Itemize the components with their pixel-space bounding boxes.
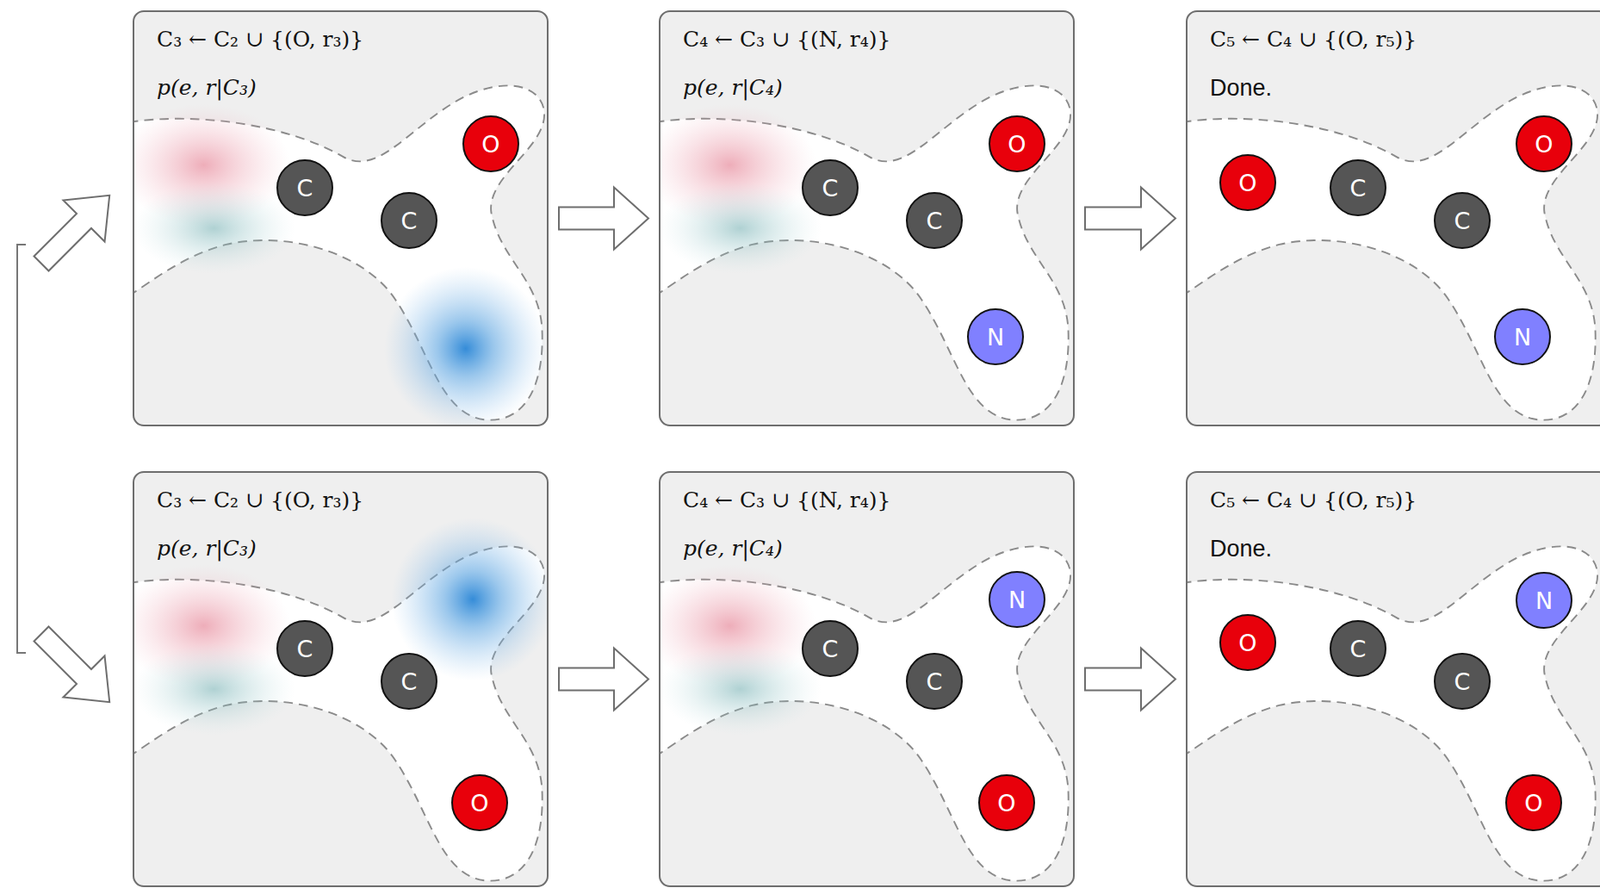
binding-pocket <box>134 12 549 427</box>
step-panel: C₃ ← C₂ ∪ {(O, r₃)} p(e, r|C₃) C C O <box>132 10 549 427</box>
nitrogen-atom: N <box>988 570 1046 628</box>
oxygen-atom: O <box>1515 115 1573 173</box>
step-panel: C₅ ← C₄ ∪ {(O, r₅)} Done. O C C N O <box>1185 471 1600 887</box>
step-formula: C₄ ← C₃ ∪ {(N, r₄)} <box>682 26 891 52</box>
carbon-atom: C <box>1433 192 1491 249</box>
branch-arrow <box>20 613 131 723</box>
atom-symbol: C <box>926 209 943 233</box>
step-formula: C₅ ← C₄ ∪ {(O, r₅)} <box>1209 487 1417 513</box>
oxygen-atom: O <box>451 774 509 832</box>
step-panel: C₄ ← C₃ ∪ {(N, r₄)} p(e, r|C₄) C C O N <box>658 10 1075 427</box>
teal-density <box>660 643 822 736</box>
atom-symbol: C <box>401 209 418 233</box>
distribution-label: p(e, r|C₄) <box>682 74 783 100</box>
atom-symbol: O <box>1524 791 1543 815</box>
oxygen-atom: O <box>1219 154 1277 211</box>
atom-symbol: C <box>822 176 839 200</box>
carbon-atom: C <box>380 652 438 710</box>
step-arrow <box>1085 648 1176 711</box>
nitrogen-atom: N <box>1494 308 1551 366</box>
nitrogen-atom: N <box>1515 571 1573 629</box>
binding-pocket <box>1187 12 1600 427</box>
distribution-label: p(e, r|C₃) <box>156 535 257 561</box>
carbon-atom: C <box>1433 652 1491 710</box>
atom-symbol: C <box>1454 209 1471 233</box>
distribution-label: p(e, r|C₃) <box>156 74 257 100</box>
carbon-atom: C <box>905 652 963 710</box>
nitrogen-atom: N <box>967 308 1024 366</box>
branch-arrow <box>20 174 131 285</box>
atom-symbol: O <box>1238 631 1257 655</box>
step-panel: C₅ ← C₄ ∪ {(O, r₅)} Done. O C C O N <box>1185 10 1600 427</box>
oxygen-atom: O <box>988 115 1046 173</box>
binding-pocket <box>660 12 1075 427</box>
carbon-atom: C <box>1329 159 1387 217</box>
pocket-outline <box>1187 85 1598 420</box>
oxygen-atom: O <box>978 774 1036 832</box>
atom-symbol: O <box>481 132 500 156</box>
carbon-atom: C <box>276 620 334 677</box>
step-arrow <box>558 187 649 250</box>
atom-symbol: O <box>470 791 489 815</box>
step-panel: C₃ ← C₂ ∪ {(O, r₃)} p(e, r|C₃) C C O <box>132 471 549 887</box>
atom-symbol: C <box>1350 176 1367 200</box>
branch-bracket <box>17 244 26 653</box>
step-arrow <box>558 648 649 711</box>
teal-density <box>660 182 822 275</box>
teal-density <box>134 643 296 736</box>
carbon-atom: C <box>1329 620 1387 677</box>
atom-symbol: C <box>1454 669 1471 694</box>
done-note: Done. <box>1209 74 1272 102</box>
atom-symbol: O <box>1238 171 1257 195</box>
atom-symbol: C <box>926 669 943 694</box>
pocket-outline <box>1187 545 1598 881</box>
oxygen-atom: O <box>462 115 520 173</box>
oxygen-atom: O <box>1505 774 1563 832</box>
atom-symbol: C <box>297 637 314 661</box>
atom-symbol: O <box>997 791 1016 815</box>
step-formula: C₃ ← C₂ ∪ {(O, r₃)} <box>156 487 364 513</box>
done-note: Done. <box>1209 535 1272 563</box>
distribution-label: p(e, r|C₄) <box>682 535 783 561</box>
atom-symbol: C <box>1350 637 1367 661</box>
blue-density <box>384 266 547 427</box>
carbon-atom: C <box>905 192 963 249</box>
carbon-atom: C <box>801 620 859 677</box>
carbon-atom: C <box>276 159 334 217</box>
oxygen-atom: O <box>1219 613 1277 671</box>
step-formula: C₅ ← C₄ ∪ {(O, r₅)} <box>1209 26 1417 52</box>
step-formula: C₄ ← C₃ ∪ {(N, r₄)} <box>682 487 891 513</box>
atom-symbol: O <box>1007 132 1026 156</box>
step-formula: C₃ ← C₂ ∪ {(O, r₃)} <box>156 26 364 52</box>
atom-symbol: C <box>297 176 314 200</box>
teal-density <box>134 182 296 275</box>
atom-symbol: O <box>1534 132 1553 156</box>
atom-symbol: C <box>822 637 839 661</box>
atom-symbol: N <box>1535 589 1553 613</box>
step-panel: C₄ ← C₃ ∪ {(N, r₄)} p(e, r|C₄) C C N O <box>658 471 1075 887</box>
step-arrow <box>1085 187 1176 250</box>
atom-symbol: N <box>1008 588 1026 612</box>
atom-symbol: N <box>986 325 1005 349</box>
atom-symbol: C <box>401 669 418 694</box>
carbon-atom: C <box>380 192 438 249</box>
atom-symbol: N <box>1513 325 1532 349</box>
carbon-atom: C <box>801 159 859 217</box>
